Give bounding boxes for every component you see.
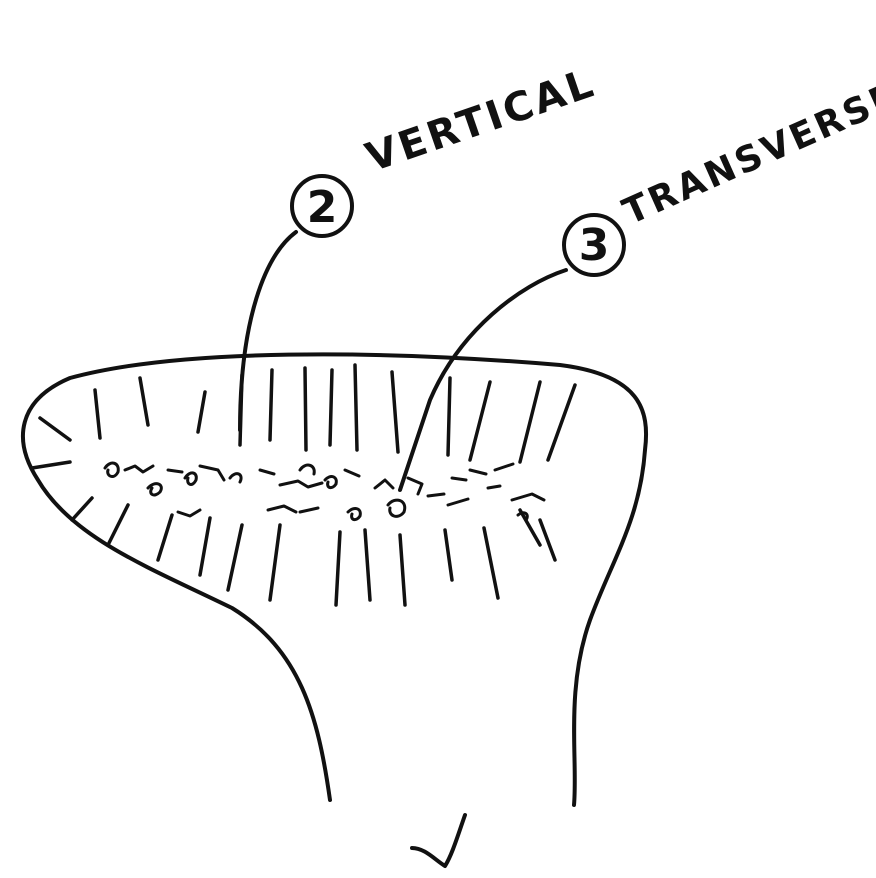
label-2-number: 2 — [307, 182, 338, 233]
bottom-tick-mark — [412, 815, 465, 866]
lower-radial-lines — [72, 498, 555, 605]
leader-line-3 — [400, 270, 566, 490]
label-3-text: TRANSVERSE — [617, 75, 876, 233]
label-3-marker: 3 — [564, 215, 624, 275]
label-2-text: VERTICAL — [360, 60, 601, 181]
label-3-number: 3 — [579, 220, 610, 271]
leader-line-2 — [240, 232, 296, 430]
label-2-marker: 2 — [292, 176, 352, 236]
funnel-outline — [23, 354, 646, 805]
upper-radial-lines — [32, 365, 575, 468]
transverse-scribble-band — [105, 463, 544, 520]
